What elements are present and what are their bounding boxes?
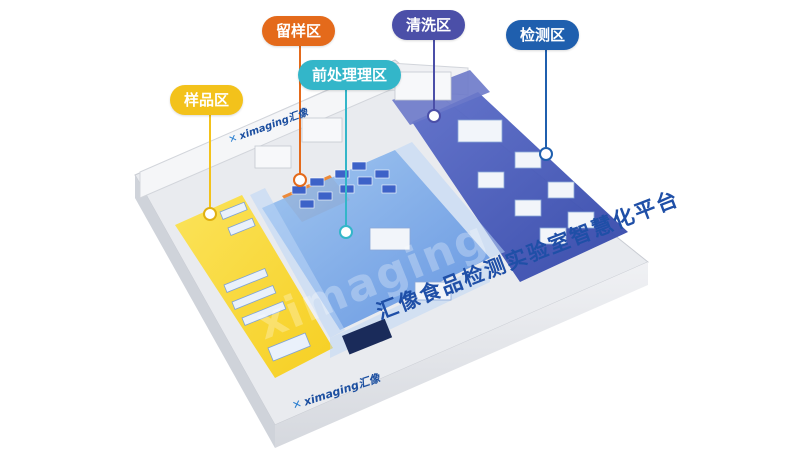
zone-label-testing[interactable]: 检测区 <box>506 20 580 50</box>
marker-cleaning <box>427 109 441 123</box>
marker-testing <box>539 147 553 161</box>
zone-label-pretreatment[interactable]: 前处理理区 <box>298 60 402 90</box>
wall-cabinets <box>254 71 452 169</box>
marker-retained <box>293 173 307 187</box>
marker-sample <box>203 207 217 221</box>
retained-cabinets <box>291 161 397 209</box>
base-slab-side <box>275 262 648 448</box>
base-slab-left <box>135 175 275 448</box>
glass-partition <box>395 142 505 258</box>
zone-label-retained-sample[interactable]: 留样区 <box>262 16 336 46</box>
lab-benches <box>369 119 595 301</box>
sample-area-floor <box>175 195 333 378</box>
glass-partition <box>250 188 345 338</box>
marker-pretreatment <box>339 225 353 239</box>
zone-label-sample[interactable]: 样品区 <box>170 85 244 115</box>
zone-label-cleaning[interactable]: 清洗区 <box>392 10 466 40</box>
display-screen <box>341 318 393 355</box>
sample-shelves <box>219 201 311 362</box>
